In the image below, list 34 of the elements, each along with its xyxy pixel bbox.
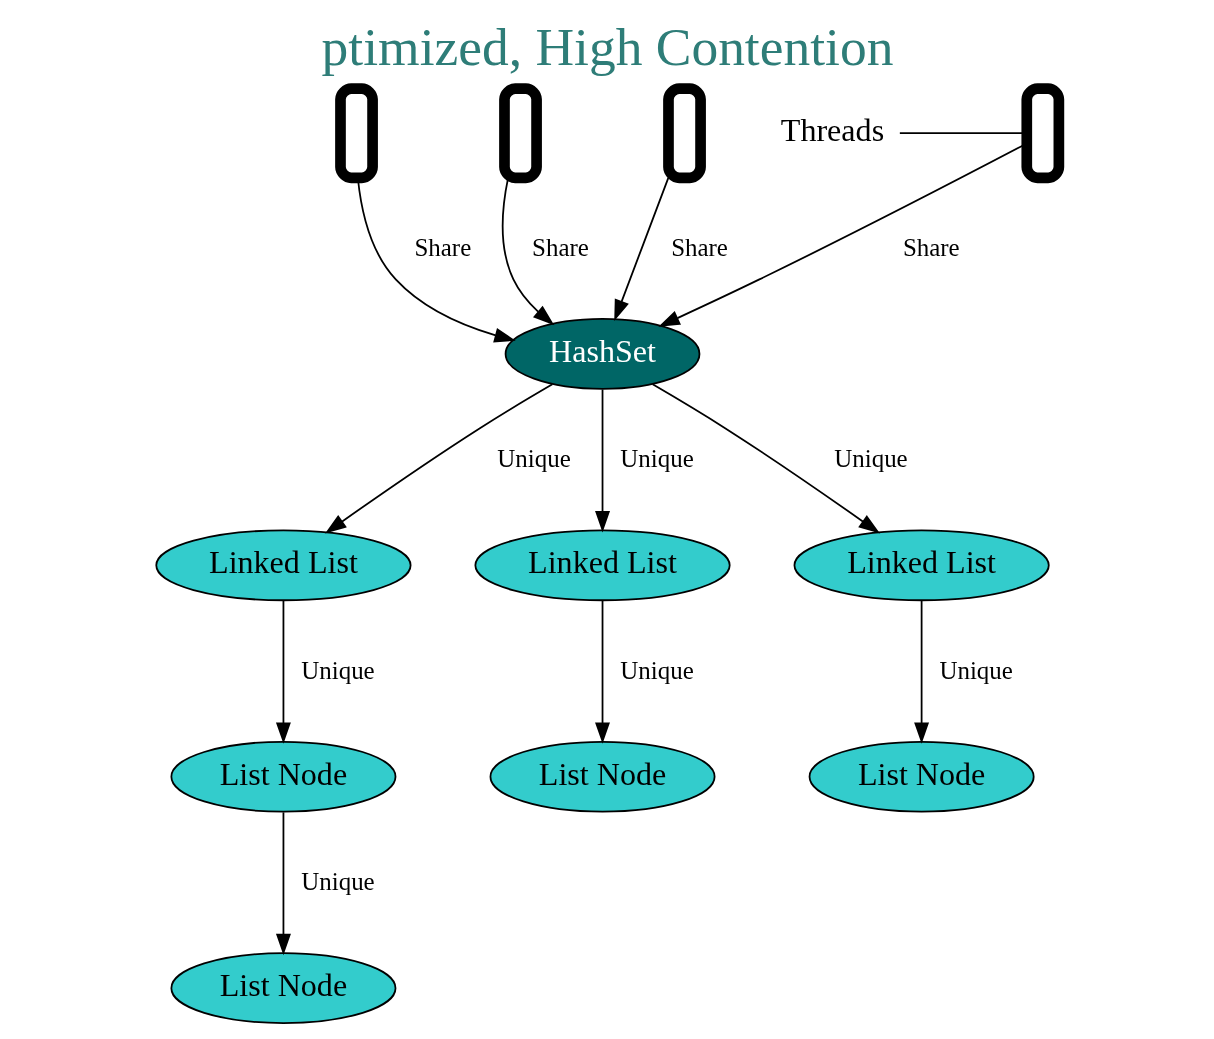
node-ellipse: List Node [170, 740, 396, 813]
edge-label: Share [531, 233, 589, 261]
edge-label: Unique [496, 445, 571, 473]
node-ellipse: List Node [808, 740, 1035, 813]
arrow [275, 600, 291, 744]
arrow [651, 383, 880, 534]
arrow [324, 383, 553, 534]
arrow [594, 388, 610, 533]
node-text: Threads [780, 112, 884, 149]
edge-label: Share [413, 233, 471, 261]
node-ellipse: List Node [489, 740, 715, 813]
edge-label: Unique [938, 656, 1013, 684]
edge-label: Share [902, 233, 960, 261]
arrow [913, 600, 929, 744]
node-ellipse: List Node [170, 952, 396, 1024]
edge-label: Unique [300, 656, 375, 684]
arrow [594, 600, 610, 744]
arrow [501, 177, 554, 326]
node-curve [334, 83, 378, 184]
diagram-title: ptimized, High Contention [321, 17, 893, 78]
edge-label: Unique [619, 656, 694, 684]
node-curve [1020, 83, 1064, 184]
edge-label: Unique [833, 445, 908, 473]
arrow [275, 811, 291, 956]
edge-label: Unique [300, 867, 375, 895]
node-ellipse: Linked List [793, 529, 1050, 602]
arrow [613, 177, 669, 322]
node-curve [662, 83, 706, 184]
node-curve [498, 83, 542, 184]
edge-label: Share [670, 233, 728, 261]
node-ellipse: Linked List [154, 529, 411, 602]
node-ellipse: HashSet [504, 318, 700, 390]
edge-label: Unique [619, 445, 694, 473]
node-ellipse: Linked List [473, 529, 731, 602]
